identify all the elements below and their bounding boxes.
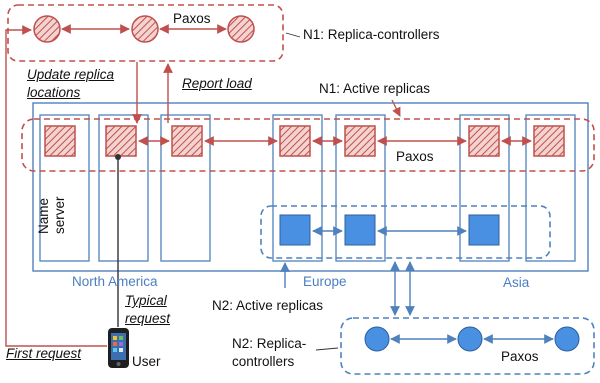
n1-replica-node [171, 125, 203, 157]
n1-active-label: N1: Active replicas [319, 81, 431, 96]
n2-controller-node [554, 326, 580, 352]
n1-replica-node [533, 125, 565, 157]
n1-controllers-group [7, 4, 284, 62]
locations-label: locations [27, 85, 81, 100]
n2-active-replicas-group [260, 205, 551, 259]
n2-replica-node [279, 214, 311, 246]
paxos-label-bottom: Paxos [501, 349, 539, 364]
typical-label: Typical [125, 293, 167, 308]
paxos-label-middle: Paxos [396, 149, 434, 164]
n1-replica-node [279, 125, 311, 157]
update-replica-label: Update replica [27, 67, 115, 82]
region-north-america: North America [72, 274, 158, 289]
region-asia: Asia [503, 275, 530, 290]
n1-controller-node [131, 15, 159, 43]
paxos-label-top: Paxos [173, 11, 211, 26]
n1-replica-node [44, 125, 76, 157]
server-label: server [51, 196, 67, 234]
request-label: request [125, 311, 171, 326]
n2-controllers-group [340, 317, 595, 375]
n1-controller-node [33, 15, 61, 43]
n1-active-replicas-group [21, 118, 595, 172]
regions-container [32, 102, 589, 272]
name-server-label: Name server [36, 196, 67, 234]
n2-replica-node [344, 214, 376, 246]
report-load-label: Report load [182, 76, 252, 91]
n2-replica-node [468, 214, 500, 246]
n2-controller-node [364, 326, 390, 352]
region-europe: Europe [303, 274, 347, 289]
callout-line [285, 32, 301, 38]
name-label: Name [36, 197, 51, 234]
n1-controllers-label: N1: Replica-controllers [303, 27, 440, 42]
n1-replica-node [105, 125, 137, 157]
typical-request-endpoint [115, 154, 121, 160]
n1-replica-node [344, 125, 376, 157]
phone-icon [108, 328, 129, 368]
user-label: User [132, 354, 161, 369]
first-request-label: First request [6, 346, 82, 361]
callout-line [391, 99, 401, 117]
n2-replica-label: N2: Replica- [232, 336, 307, 351]
n1-controller-node [227, 15, 255, 43]
n2-active-label: N2: Active replicas [212, 298, 324, 313]
first-request-arrow [5, 25, 107, 347]
callout-line [315, 347, 339, 351]
controllers-label: controllers [232, 354, 295, 369]
n2-controller-node [457, 326, 483, 352]
n1-replica-node [468, 125, 500, 157]
